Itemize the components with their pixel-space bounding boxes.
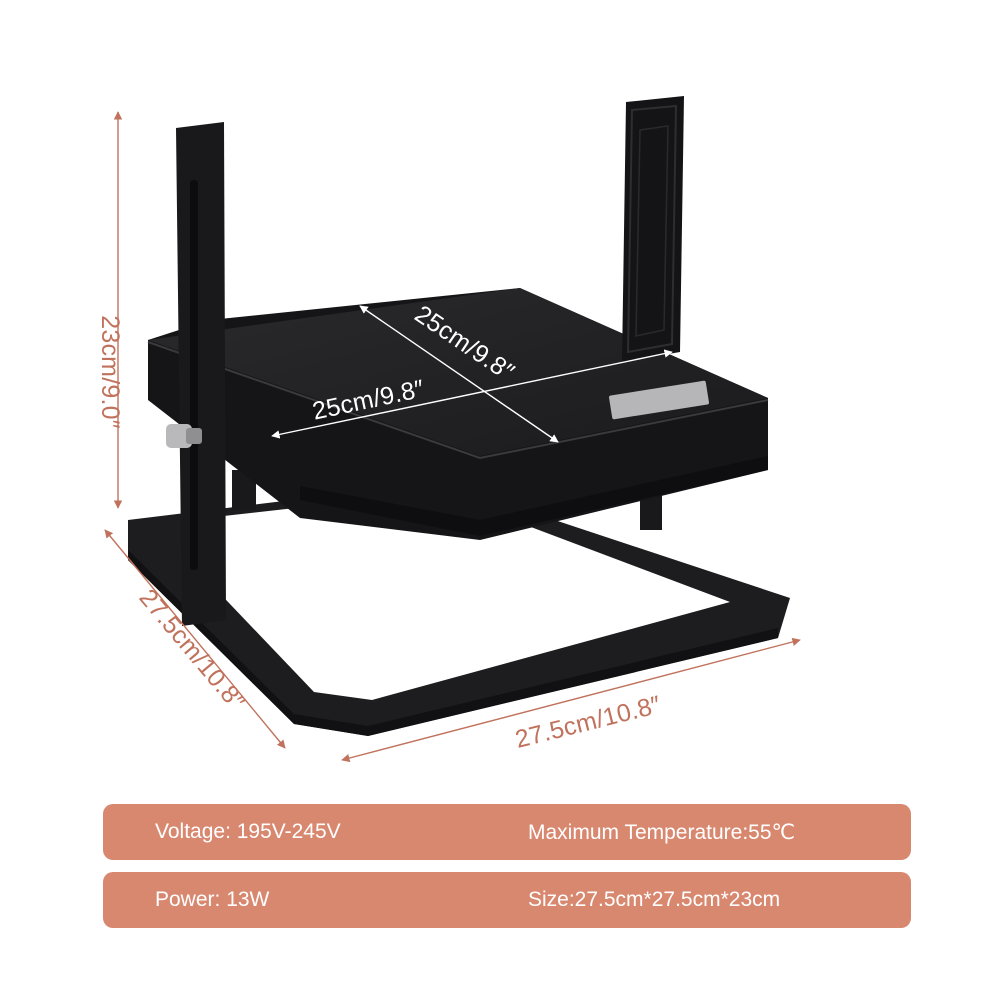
product-illustration: 23cm/9.0″ 27.5cm/10.8″ 27.5cm/10.8″ 25cm… xyxy=(96,96,801,763)
adjustment-knob-icon xyxy=(166,424,202,448)
voltage-spec: Voltage: 195V-245V xyxy=(155,820,341,843)
front-depth-dimension-line xyxy=(104,529,286,749)
front-width-dimension-line xyxy=(341,637,801,763)
left-upright xyxy=(176,122,226,626)
front-width-dimension-label: 27.5cm/10.8″ xyxy=(512,691,663,754)
right-upright xyxy=(622,96,684,362)
max-temperature-spec: Maximum Temperature:55℃ xyxy=(528,820,796,844)
height-dimension-label: 23cm/9.0″ xyxy=(96,315,124,428)
top-depth-dimension-line xyxy=(359,305,559,443)
power-spec: Power: 13W xyxy=(155,888,270,911)
spec-row-2: Power: 13W Size:27.5cm*27.5cm*23cm xyxy=(103,872,911,928)
spec-row-1: Voltage: 195V-245V Maximum Temperature:5… xyxy=(103,804,911,860)
size-spec: Size:27.5cm*27.5cm*23cm xyxy=(528,888,781,911)
